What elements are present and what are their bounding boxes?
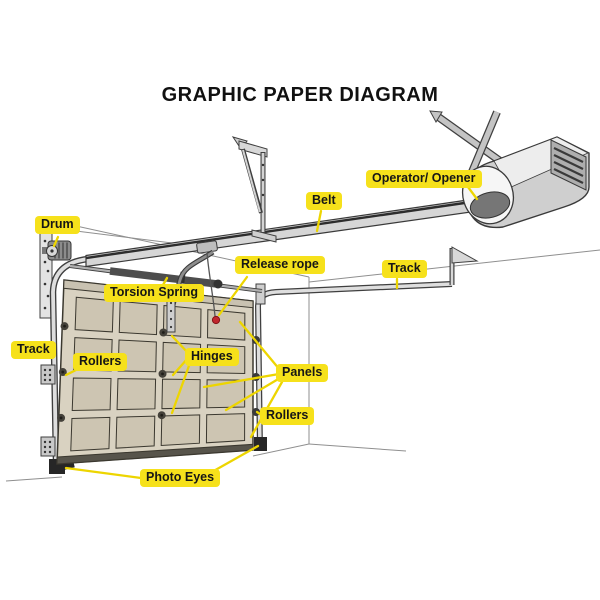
door-part [70, 416, 111, 452]
label-rollers-right: Rollers [260, 407, 315, 425]
door-part [161, 378, 201, 410]
label-track-left: Track [11, 341, 56, 359]
label-rollers-left: Rollers [73, 353, 128, 371]
label-photo-eyes: Photo Eyes [140, 469, 221, 487]
panels-pointer-1 [238, 320, 282, 372]
label-operator-opener: Operator/ Opener [366, 170, 482, 188]
belt-pointer [315, 209, 323, 233]
opener-unit [429, 110, 590, 229]
door-part [118, 300, 158, 336]
door-part [207, 309, 246, 341]
label-release-rope: Release rope [235, 256, 325, 274]
drum-pointer [52, 235, 60, 248]
opener-vents [550, 139, 587, 191]
label-torsion-spring: Torsion Spring [104, 284, 204, 302]
hinge [57, 413, 66, 422]
trolley [196, 240, 218, 254]
door-part [160, 414, 201, 447]
label-drum: Drum [35, 216, 80, 234]
hinge [158, 369, 167, 378]
door-part [71, 377, 112, 411]
garage-door [56, 279, 254, 465]
left-track-rail-face [51, 257, 89, 462]
opener-light-lens [469, 191, 511, 219]
page-title: GRAPHIC PAPER DIAGRAM [161, 84, 439, 106]
floor-left-line [5, 476, 63, 482]
panels-pointer-2 [202, 372, 281, 389]
label-hinges: Hinges [185, 348, 239, 366]
spring-end-cone [213, 279, 223, 289]
door-part [206, 379, 246, 409]
label-panels: Panels [276, 364, 329, 382]
hinge [58, 368, 67, 377]
hinges-pointer-3 [170, 361, 192, 415]
floor-right-line [308, 443, 407, 452]
door-part [115, 415, 156, 449]
hinge [60, 322, 69, 331]
wall-base-line [252, 443, 310, 457]
door-part [74, 296, 114, 333]
door-part [205, 413, 246, 444]
track-end-bracket [451, 246, 479, 264]
torsion-spring-coil [109, 267, 218, 288]
panels-pointer-3 [224, 376, 282, 412]
ceiling-bracket [231, 136, 277, 243]
belt [85, 199, 479, 260]
label-track-right: Track [382, 260, 427, 278]
label-belt: Belt [306, 192, 342, 210]
hinge [159, 328, 168, 337]
photo-eyes-pointer-left [64, 466, 143, 480]
release-rope-handle [211, 315, 221, 325]
photo-eye-right [254, 437, 267, 451]
release-rope-pointer [217, 275, 249, 317]
torsion-spring-pointer [161, 276, 169, 287]
release-rope-cord [206, 252, 216, 317]
hinge [157, 411, 166, 420]
door-part [116, 378, 157, 411]
left-wall-brackets [40, 364, 56, 457]
end-bearing-plate [255, 283, 266, 305]
